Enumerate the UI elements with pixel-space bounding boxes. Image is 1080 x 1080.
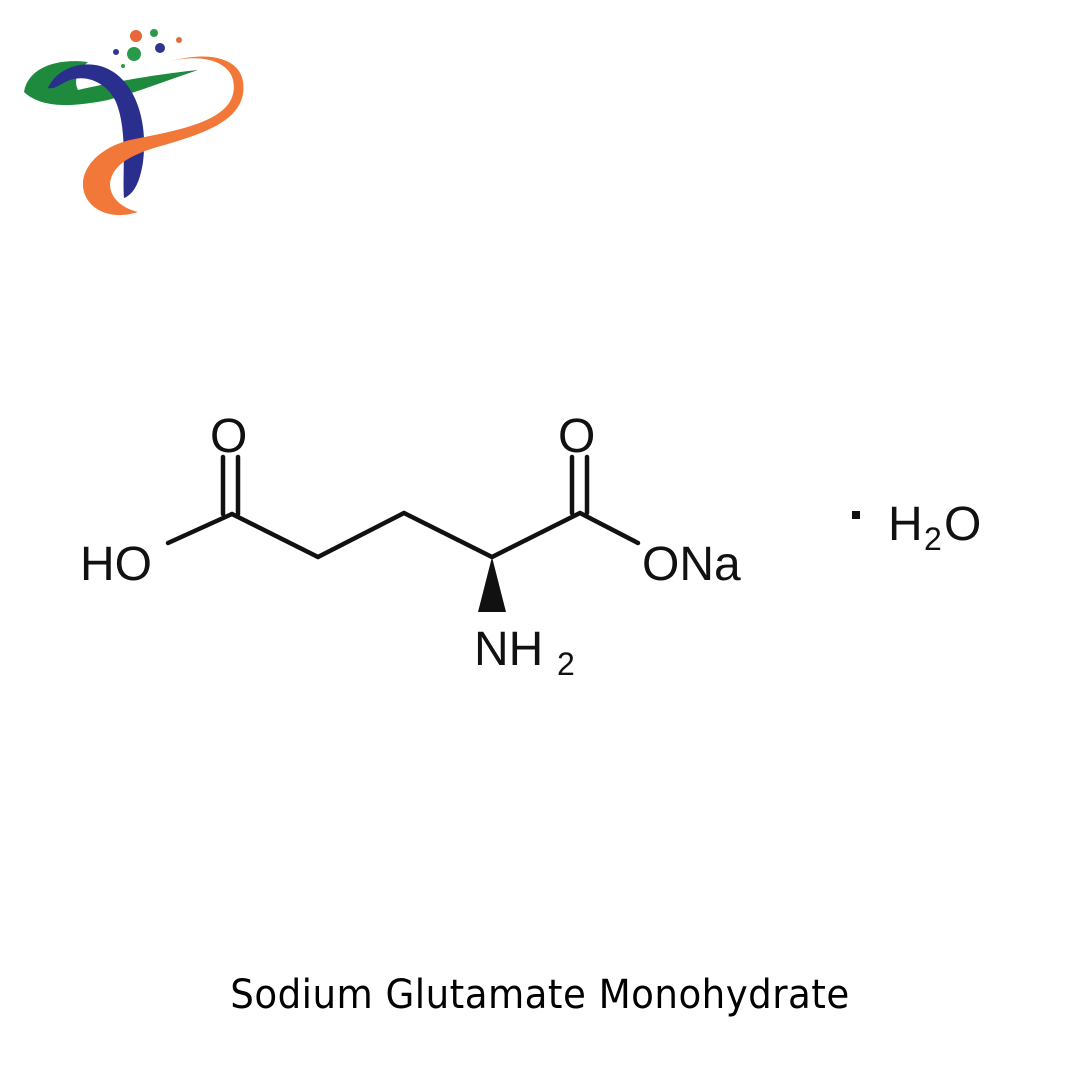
logo-dot-green-large: [127, 47, 141, 61]
hydrate-dot: [852, 511, 860, 519]
bond-c4-c5: [489, 510, 583, 560]
logo-dot-green-tiny: [121, 64, 125, 68]
label-water-subscript: 2: [924, 521, 942, 557]
label-right-carbonyl-o: O: [558, 410, 595, 463]
logo-navy-ribbon: [48, 64, 145, 198]
label-nh-subscript: 2: [557, 646, 575, 682]
label-ho: HO: [80, 538, 152, 591]
logo-orange-ribbon: [82, 56, 244, 216]
label-water-h: H: [888, 498, 923, 551]
logo-dot-orange-large: [130, 30, 142, 42]
label-water-o: O: [944, 498, 981, 551]
bond-c2-c3: [315, 510, 407, 560]
logo-dot-green-small: [150, 29, 158, 37]
wedge-bond-nh2: [478, 557, 506, 612]
logo-dot-navy-medium: [155, 43, 165, 53]
compound-name-caption: Sodium Glutamate Monohydrate: [230, 972, 850, 1018]
bond-c1-c2: [229, 511, 321, 560]
company-logo: [24, 29, 244, 216]
bond-c3-c4: [401, 510, 495, 560]
bond-c5-ona: [577, 510, 641, 546]
label-ona: ONa: [642, 538, 741, 591]
label-nh: NH: [474, 623, 543, 676]
logo-dot-orange-small: [176, 37, 182, 43]
logo-dot-navy-small: [113, 49, 119, 55]
bond-o-c1: [165, 511, 235, 546]
label-left-carbonyl-o: O: [210, 410, 247, 463]
